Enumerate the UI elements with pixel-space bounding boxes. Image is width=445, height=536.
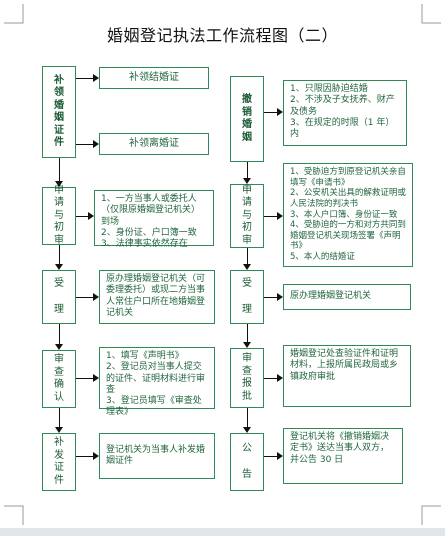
left-step1-option-divorce: 补领离婚证	[99, 133, 209, 155]
left-arrow-h3	[88, 212, 94, 220]
corner-mark-top-right	[421, 4, 441, 24]
right-arrow-1	[243, 178, 251, 184]
corner-mark-top-left	[4, 4, 24, 24]
right-step2-label: 申请与初审	[230, 184, 264, 248]
corner-mark-bottom-right	[421, 505, 441, 525]
left-connector-h5	[76, 378, 93, 379]
right-step4-text: 婚姻登记处查验证件和证明材料，上报所属民政局或乡镇政府审批	[283, 345, 411, 407]
right-arrow-h5	[277, 452, 283, 460]
right-arrow-3	[243, 342, 251, 348]
right-arrow-4	[243, 427, 251, 433]
left-step5-label: 补发证件	[42, 433, 76, 491]
left-connector-2	[59, 245, 60, 264]
left-connector-h3	[76, 216, 88, 217]
left-arrow-2	[55, 264, 63, 270]
right-step5-text: 登记机关将《撤销婚姻决定书》送达当事人双方，并公告 30 日	[283, 428, 403, 484]
right-step4-label: 审查报批	[230, 348, 264, 408]
left-step3-label: 受理	[42, 270, 76, 324]
left-step1-label: 补领婚姻证件	[42, 66, 76, 158]
right-arrow-h4	[277, 374, 283, 382]
left-step2-text: 1、一方当事人或委托人（仅限原婚姻登记机关）到场 2、身份证、户口簿一致 3、法…	[94, 190, 214, 249]
right-step2-text: 1、受胁迫方到原登记机关亲自填写《申请书》 2、公安机关出具的解救证明或人民法院…	[283, 163, 413, 267]
left-arrow-h1	[93, 74, 99, 82]
right-step5-label: 公告	[230, 433, 264, 491]
right-arrow-h2	[277, 212, 283, 220]
left-arrow-h6	[93, 452, 99, 460]
right-connector-1	[247, 162, 248, 178]
right-step1-label: 撤销婚姻	[230, 76, 264, 162]
right-step3-text: 原办理婚姻登记机关	[283, 284, 411, 310]
left-connector-1	[59, 158, 60, 181]
left-step4-text: 1、填写《声明书》 2、登记员对当事人提交的证件、证明材料进行审查 3、登记员填…	[99, 347, 215, 417]
right-connector-3	[247, 324, 248, 342]
diagram-title: 婚姻登记执法工作流程图（二）	[106, 26, 338, 45]
left-connector-3	[59, 324, 60, 344]
right-connector-h3	[264, 297, 277, 298]
left-step5-text: 登记机关为当事人补发婚姻证件	[99, 433, 215, 479]
right-connector-h1	[264, 112, 277, 113]
left-arrow-1	[55, 181, 63, 187]
right-arrow-2	[243, 264, 251, 270]
left-connector-h6	[76, 456, 93, 457]
bottom-bar	[0, 528, 445, 536]
left-step1-option-marriage: 补领结婚证	[99, 67, 209, 89]
left-connector-h4	[76, 297, 93, 298]
left-connector-h2	[76, 144, 93, 145]
right-connector-4	[247, 408, 248, 427]
left-connector-h1	[76, 78, 93, 79]
corner-mark-bottom-left	[4, 505, 24, 525]
left-step2-label: 申请与初审	[42, 185, 76, 246]
right-arrow-h3	[277, 293, 283, 301]
left-connector-4	[59, 408, 60, 427]
right-step1-text: 1、只限因胁迫结婚 2、不涉及子女抚养、财产及债务 3、在规定的时限（1 年）内	[283, 80, 407, 146]
left-step3-text: 原办理婚姻登记机关（可委理委托）或现二方当事人常住户口所在地婚姻登记机关	[99, 270, 215, 324]
right-connector-h5	[264, 456, 277, 457]
left-arrow-h4	[93, 293, 99, 301]
right-step3-label: 受理	[230, 270, 264, 324]
right-connector-h4	[264, 378, 277, 379]
left-arrow-h5	[93, 374, 99, 382]
right-arrow-h1	[277, 108, 283, 116]
left-arrow-3	[55, 344, 63, 350]
left-step4-label: 审查确认	[42, 350, 76, 408]
left-arrow-h2	[93, 140, 99, 148]
right-connector-2	[247, 248, 248, 264]
left-arrow-4	[55, 427, 63, 433]
right-connector-h2	[264, 216, 277, 217]
